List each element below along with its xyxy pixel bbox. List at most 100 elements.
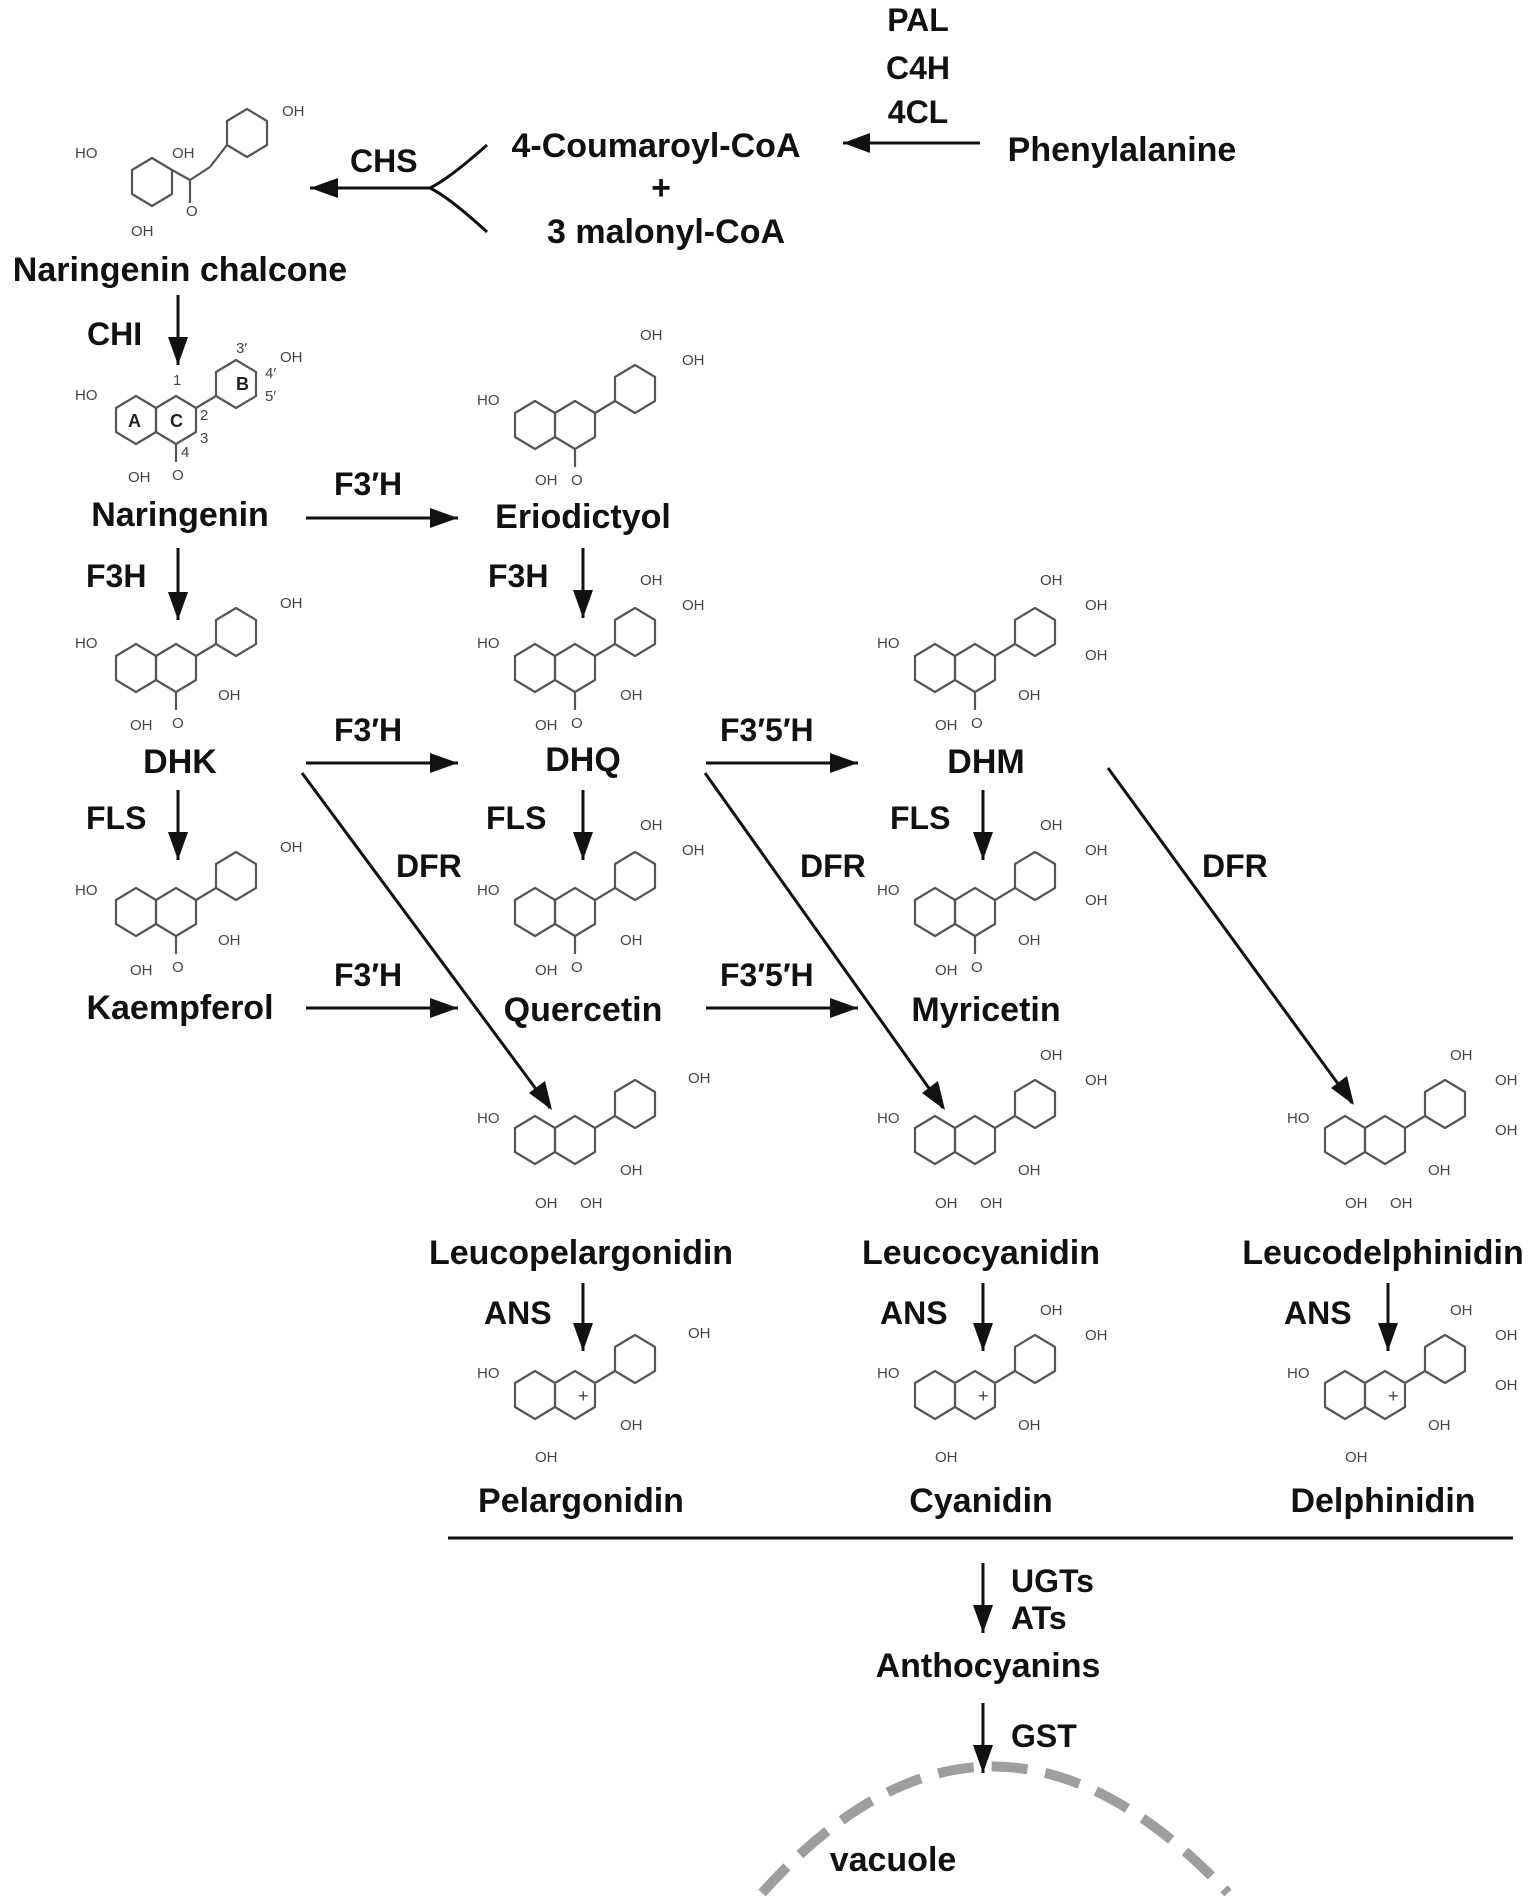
leucodel-oh-3: OH [1495, 1122, 1518, 1139]
arrow-dhq-dhm-head [830, 753, 858, 773]
arrow-que-myr-head [830, 998, 858, 1018]
eriodictyol-oh-3: OH [535, 472, 558, 489]
myricetin-oh-3: OH [1085, 892, 1108, 909]
enzyme-f35h-2: F3′5′H [720, 957, 814, 993]
arrow-dhm-leucodel-head [1331, 1076, 1354, 1105]
arrow-ugt-head [973, 1605, 993, 1633]
naringenin-ho: HO [75, 387, 98, 404]
leucopel-oh-2: OH [620, 1162, 643, 1179]
cy-oh-3: OH [1018, 1417, 1041, 1434]
leucodel-ho: HO [1287, 1110, 1310, 1127]
node-anthocyanins: Anthocyanins [875, 1647, 1101, 1685]
kaempferol-ho: HO [75, 882, 98, 899]
myricetin-oh-4: OH [1018, 932, 1041, 949]
node-naringenin: Naringenin [91, 496, 269, 534]
position-1: 1 [173, 372, 181, 389]
chalcone-oh-1: OH [172, 145, 195, 162]
enzyme-f3ph-3: F3′H [334, 957, 403, 993]
structure-eriodictyol [513, 363, 657, 467]
arrow-dhk-kae-head [168, 832, 188, 860]
dhq-o: O [571, 715, 583, 732]
leucopel-ho: HO [477, 1110, 500, 1127]
arrow-dhq-leucocy-head [922, 1081, 945, 1110]
myricetin-o: O [971, 959, 983, 976]
arrow-dhm-leucodel [1106, 767, 1354, 1104]
naringenin-oh-1: OH [280, 349, 303, 366]
dhm-ho: HO [877, 635, 900, 652]
arrow-chs-head [310, 178, 338, 198]
del-oh-2: OH [1495, 1327, 1518, 1344]
node-naringenin-chalcone: Naringenin chalcone [12, 251, 348, 289]
arrow-dhk-leucopel-head [529, 1081, 552, 1110]
enzyme-4cl: 4CL [887, 94, 949, 130]
quercetin-oh-2: OH [682, 842, 705, 859]
node-leucopelargonidin: Leucopelargonidin [428, 1234, 734, 1272]
chalcone-ho: HO [75, 145, 98, 162]
position-4: 4 [181, 444, 189, 461]
dhk-ho: HO [75, 635, 98, 652]
node-4-coumaroyl-coa: 4-Coumaroyl-CoA [511, 127, 801, 165]
structure-leucopelargonidin [513, 1078, 657, 1166]
structure-myricetin [913, 850, 1057, 954]
enzyme-ans-2: ANS [880, 1295, 948, 1331]
pel-plus: + [578, 1386, 589, 1406]
arrow-dhm-myr-head [973, 832, 993, 860]
eriodictyol-ho: HO [477, 392, 500, 409]
leucocy-oh-4: OH [935, 1195, 958, 1212]
leucocy-oh-3: OH [1018, 1162, 1041, 1179]
leucodel-oh-5: OH [1345, 1195, 1368, 1212]
quercetin-oh-4: OH [535, 962, 558, 979]
enzyme-pal: PAL [887, 2, 949, 38]
arrow-leucodel-del-head [1378, 1323, 1398, 1351]
pel-oh-2: OH [620, 1417, 643, 1434]
node-delphinidin: Delphinidin [1290, 1482, 1476, 1520]
leucocy-oh-2: OH [1085, 1072, 1108, 1089]
chs-merge-curve [426, 143, 489, 234]
leucopel-oh-4: OH [580, 1195, 603, 1212]
enzyme-c4h: C4H [885, 50, 951, 86]
arrow-erio-dhq-head [573, 590, 593, 618]
dhq-oh-4: OH [535, 717, 558, 734]
kaempferol-oh-1: OH [280, 839, 303, 856]
node-dhq: DHQ [545, 741, 621, 779]
enzyme-fls-3: FLS [890, 800, 951, 836]
quercetin-o: O [571, 959, 583, 976]
arrow-gst-head [973, 1745, 993, 1773]
dhm-oh-5: OH [935, 717, 958, 734]
dhm-oh-1: OH [1040, 572, 1063, 589]
arrow-nar-dhk-head [168, 592, 188, 620]
enzyme-f3ph-2: F3′H [334, 712, 403, 748]
chalcone-oh-3: OH [131, 223, 154, 240]
del-oh-1: OH [1450, 1302, 1473, 1319]
leucocy-ho: HO [877, 1110, 900, 1127]
enzyme-chi: CHI [87, 316, 143, 352]
node-pelargonidin: Pelargonidin [478, 1482, 684, 1520]
node-cyanidin: Cyanidin [909, 1482, 1053, 1520]
enzyme-gst: GST [1011, 1718, 1077, 1754]
arrow-leucopel-pel-head [573, 1323, 593, 1351]
dhm-o: O [971, 715, 983, 732]
enzyme-fls-2: FLS [486, 800, 547, 836]
ring-c-label: C [170, 411, 183, 431]
dhm-oh-3: OH [1085, 647, 1108, 664]
leucopel-oh-1: OH [688, 1070, 711, 1087]
node-plus: + [651, 169, 671, 207]
myricetin-oh-2: OH [1085, 842, 1108, 859]
structure-kaempferol [114, 850, 258, 954]
enzyme-fls-1: FLS [86, 800, 147, 836]
structure-dhm [913, 606, 1057, 710]
structure-naringenin-chalcone [130, 107, 269, 208]
cy-oh-1: OH [1040, 1302, 1063, 1319]
myricetin-oh-1: OH [1040, 817, 1063, 834]
node-3-malonyl-coa: 3 malonyl-CoA [546, 213, 786, 251]
structure-cyanidin [913, 1333, 1057, 1421]
enzyme-dfr-2: DFR [800, 848, 866, 884]
enzyme-dfr-1: DFR [396, 848, 462, 884]
arrow-nar-erio-head [430, 508, 458, 528]
kaempferol-o: O [172, 959, 184, 976]
leucopel-oh-3: OH [535, 1195, 558, 1212]
enzyme-f3h-2: F3H [488, 558, 549, 594]
eriodictyol-oh-2: OH [682, 352, 705, 369]
